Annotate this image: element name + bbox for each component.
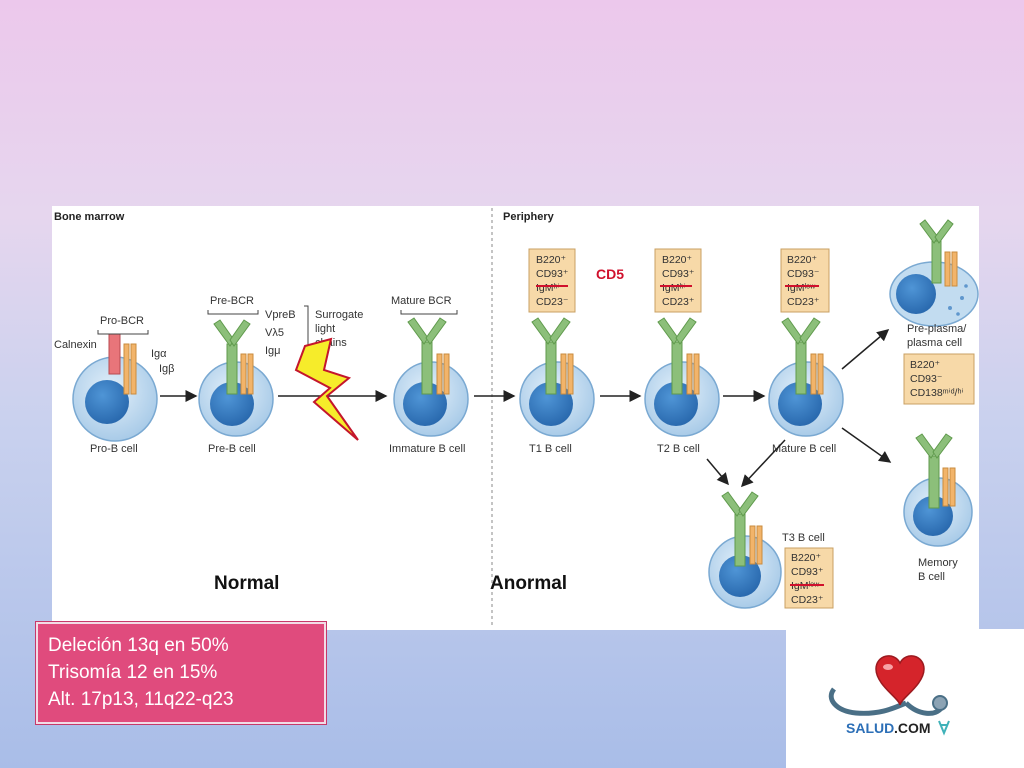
calnexin-label: Calnexin: [54, 339, 97, 351]
memory-cell-label-1: Memory: [918, 557, 958, 569]
mature-bcr-label: Mature BCR: [391, 295, 452, 307]
plasma-marker: CD138ᵐⁱᵈ/ʰⁱ: [910, 387, 963, 399]
t1-marker-box: [528, 248, 576, 313]
immature-b-cell: [393, 317, 469, 437]
region-bone-marrow: Bone marrow: [54, 211, 125, 223]
mature-b-cell: [768, 317, 844, 437]
t3-marker: CD93⁺: [791, 566, 824, 578]
stethoscope-icon: [828, 687, 907, 716]
t2-b-cell: [644, 317, 720, 437]
surrogate-label-1: Surrogate: [315, 309, 363, 321]
plasma-cell-label-2: plasma cell: [907, 337, 962, 349]
normal-label: Normal: [214, 573, 279, 594]
salud-logo: SALUD .COM: [786, 629, 1024, 768]
t1-marker: CD23⁻: [536, 296, 569, 308]
t1-marker: CD93⁺: [536, 268, 569, 280]
heart-icon: [875, 655, 925, 706]
mature-marker-box: [780, 248, 830, 313]
b-cell-development-figure: Bone marrow Periphery Calnexin Pro-BCR I…: [52, 206, 979, 630]
mature-marker: CD23⁺: [787, 296, 820, 308]
ig-mu-label: Igμ: [265, 345, 281, 357]
mature-marker: B220⁺: [787, 254, 818, 266]
mature-b-cell-label: Mature B cell: [772, 443, 836, 455]
mature-marker: CD93⁻: [787, 268, 820, 280]
memory-b-cell: [903, 433, 973, 547]
t2-marker: IgMʰⁱ: [662, 282, 686, 294]
pre-b-cell-label: Pre-B cell: [208, 443, 256, 455]
caduceus-icon: [938, 720, 950, 736]
logo-text-main: SALUD: [846, 720, 894, 736]
region-periphery: Periphery: [503, 211, 555, 223]
mature-marker: IgMˡᵒʷ: [787, 282, 816, 294]
lightning-bolt-icon: [294, 337, 359, 441]
logo-text-domain: .COM: [894, 720, 931, 736]
calnexin-icon: [108, 333, 121, 375]
abnormal-label: Anormal: [490, 573, 567, 594]
plasma-cell: [889, 219, 979, 327]
ig-alpha-label: Igα: [151, 348, 167, 360]
t3-b-cell-label: T3 B cell: [782, 532, 825, 544]
plasma-marker: CD93⁻: [910, 373, 943, 385]
t1-marker: B220⁺: [536, 254, 567, 266]
t2-marker-box: [654, 248, 702, 313]
plasma-cell-label-1: Pre-plasma/: [907, 323, 967, 335]
pro-bcr-label: Pro-BCR: [100, 315, 144, 327]
t3-marker: B220⁺: [791, 552, 822, 564]
pro-b-cell: [72, 333, 158, 442]
plasma-marker-box: [903, 353, 975, 405]
info-line: Trisomía 12 en 15%: [48, 662, 218, 683]
pro-b-cell-label: Pro-B cell: [90, 443, 138, 455]
t1-b-cell: [519, 317, 595, 437]
t2-marker: B220⁺: [662, 254, 693, 266]
pre-bcr-label: Pre-BCR: [210, 295, 254, 307]
t2-marker: CD23⁺: [662, 296, 695, 308]
ig-beta-label: Igβ: [159, 363, 175, 375]
pre-b-cell: [198, 319, 274, 437]
info-line: Alt. 17p13, 11q22-q23: [48, 689, 234, 710]
t2-marker: CD93⁺: [662, 268, 695, 280]
immature-b-cell-label: Immature B cell: [389, 443, 465, 455]
v-lambda5-label: Vλ5: [265, 327, 284, 339]
surrogate-label-2: light: [315, 323, 335, 335]
t2-b-cell-label: T2 B cell: [657, 443, 700, 455]
t1-b-cell-label: T1 B cell: [529, 443, 572, 455]
memory-cell-label-2: B cell: [918, 571, 945, 583]
t3-marker-box: [784, 547, 834, 609]
cd5-annotation: CD5: [596, 266, 624, 282]
t3-marker: CD23⁺: [791, 594, 824, 606]
plasma-marker: B220⁺: [910, 359, 941, 371]
vpreb-label: VpreB: [265, 309, 296, 321]
cytogenetics-info-box: Deleción 13q en 50% Trisomía 12 en 15% A…: [36, 622, 326, 724]
t1-marker: IgMʰⁱ: [536, 282, 560, 294]
t3-b-cell: [708, 491, 782, 609]
info-line: Deleción 13q en 50%: [48, 635, 229, 656]
